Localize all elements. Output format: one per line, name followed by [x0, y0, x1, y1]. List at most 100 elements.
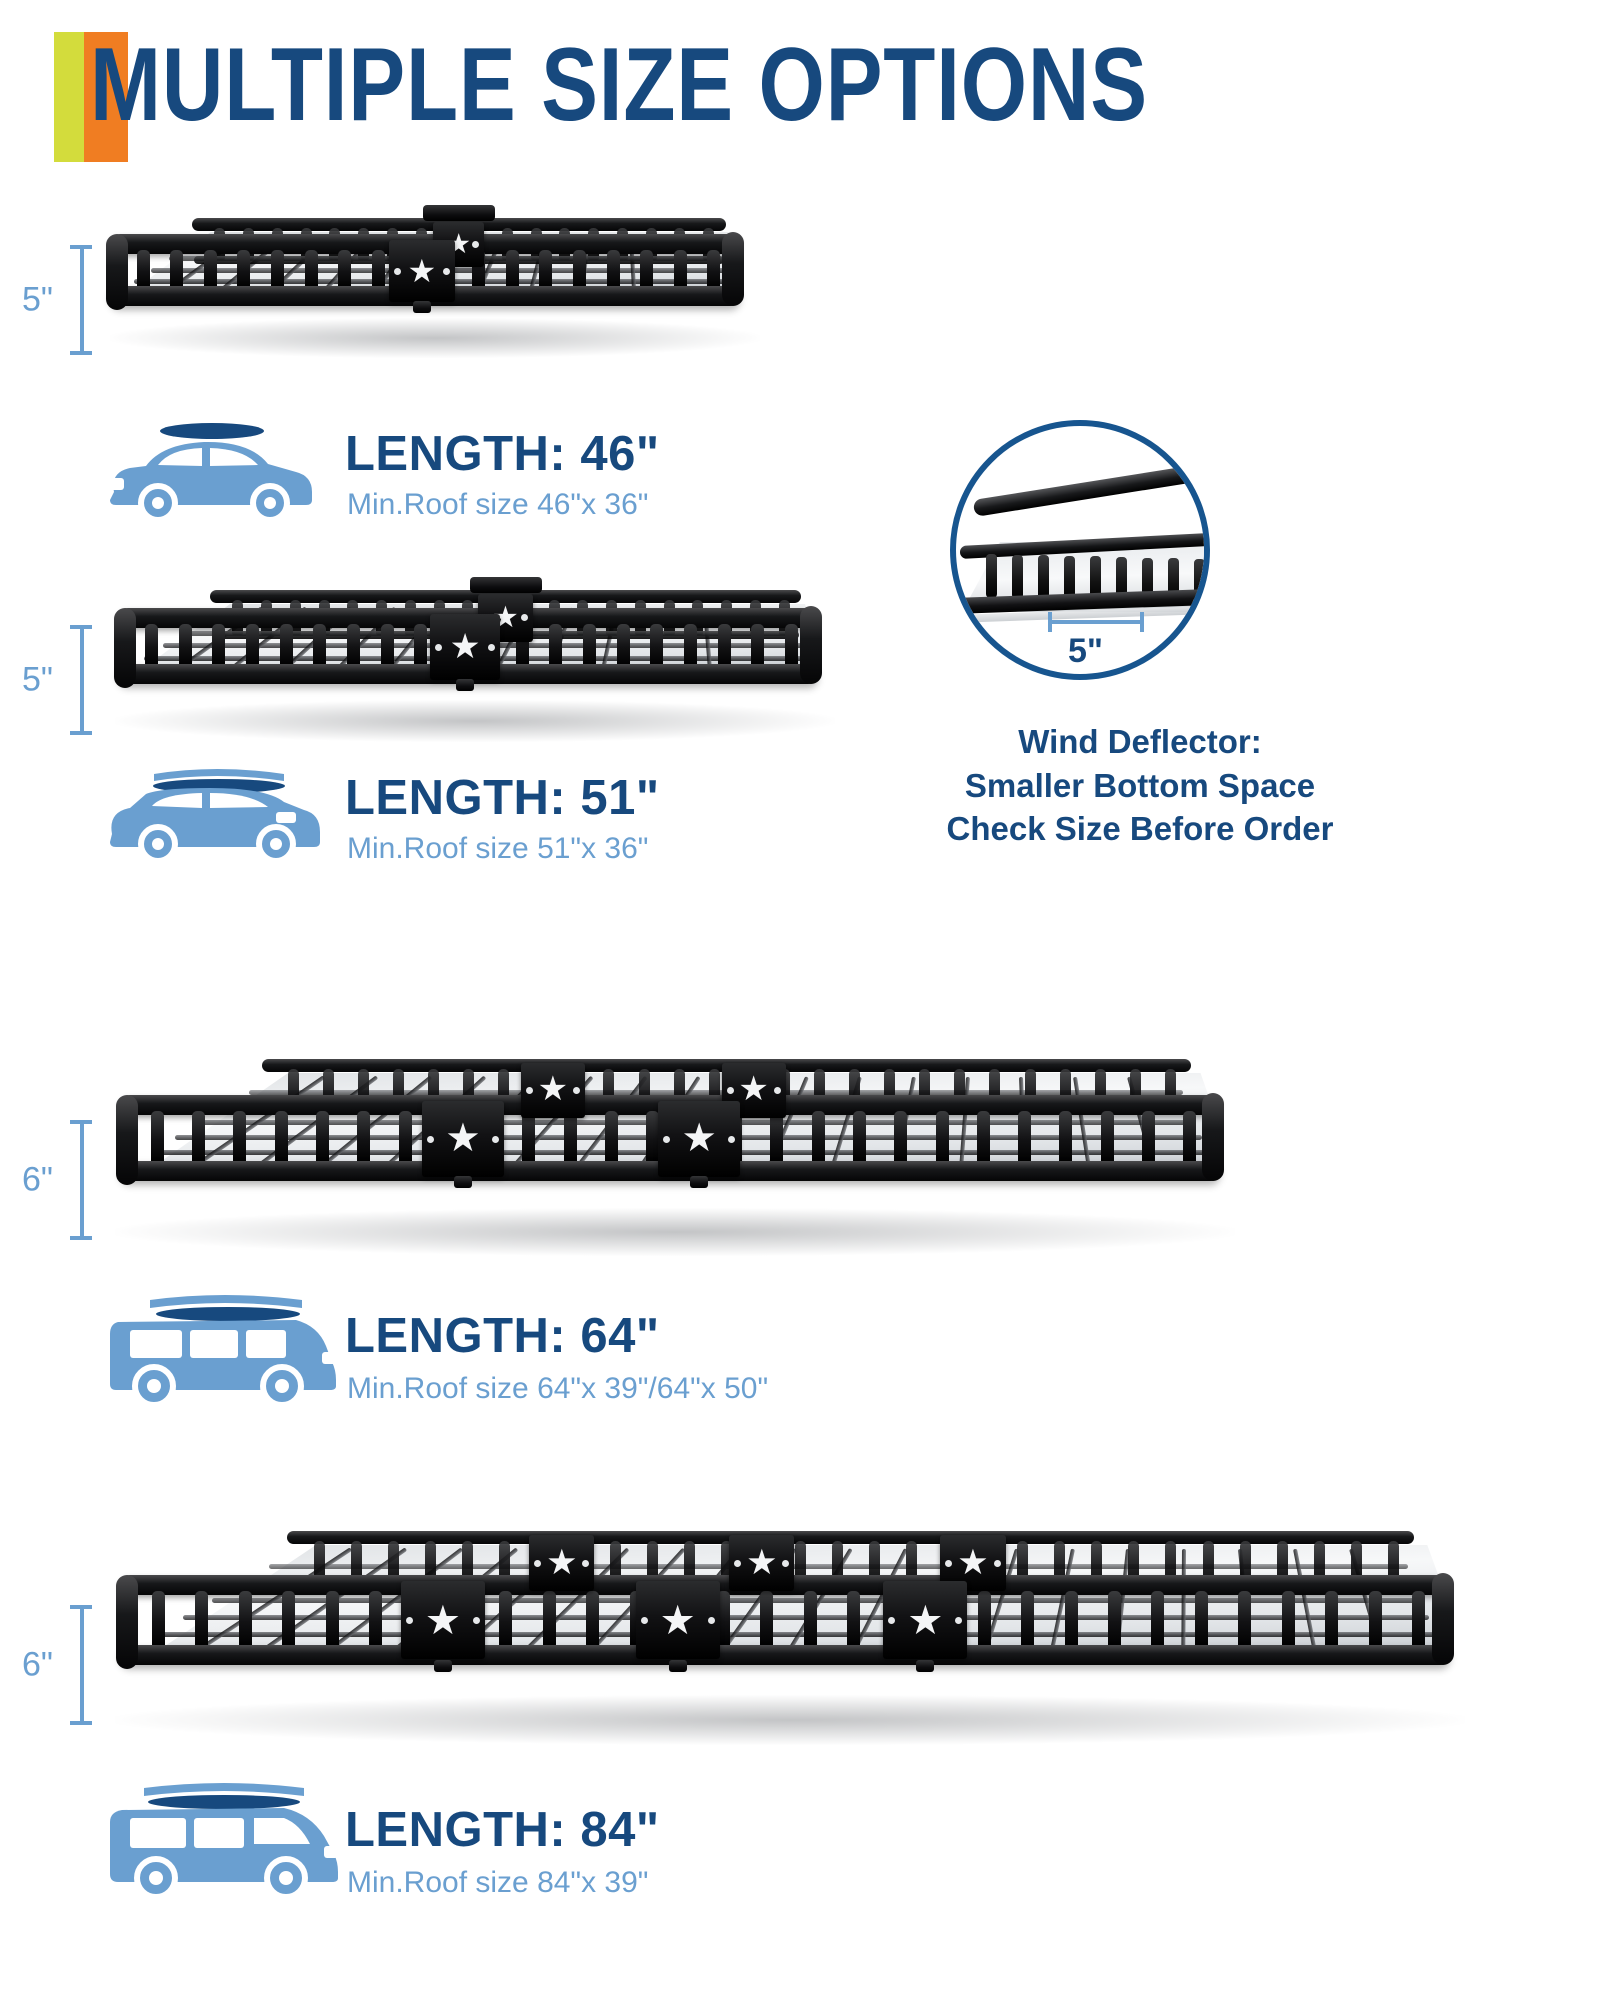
page-header: MULTIPLE SIZE OPTIONS	[0, 0, 1600, 190]
dimension-bracket	[70, 245, 92, 355]
dimension-bracket	[70, 1120, 92, 1240]
bracket-holes	[940, 1559, 1006, 1567]
front-slat	[271, 250, 284, 288]
bracket-holes	[422, 1135, 504, 1143]
rear-slat	[919, 1069, 931, 1110]
star-emblem: ★	[546, 1542, 578, 1582]
height-dimension-84: 6"	[22, 1605, 122, 1725]
deflector-slat	[1194, 558, 1204, 603]
front-slat	[852, 1111, 866, 1163]
rear-slat	[795, 1541, 807, 1585]
front-slat	[195, 1591, 209, 1647]
mount-bracket-front: ★	[430, 614, 500, 680]
front-slat	[1183, 1111, 1197, 1163]
wagon-icon-svg	[110, 769, 320, 864]
rear-slat	[1165, 1541, 1177, 1585]
wind-deflector-line1: Wind Deflector:	[1018, 723, 1262, 760]
rear-slat	[1024, 1069, 1036, 1110]
wind-deflector-dim-label: 5"	[1068, 632, 1104, 670]
rear-slat	[287, 1069, 299, 1110]
mount-clamp	[916, 1660, 935, 1672]
front-slat	[673, 250, 687, 288]
star-emblem: ★	[407, 252, 437, 289]
mount-bracket-front: ★	[400, 1581, 485, 1659]
front-slat	[847, 1591, 861, 1647]
deflector-slat	[1038, 555, 1049, 600]
star-emblem: ★	[681, 1116, 717, 1161]
label-row-64: LENGTH: 64" Min.Roof size 64"x 39"/64"x …	[0, 1290, 1600, 1425]
wind-deflector-tube	[972, 460, 1204, 517]
label-row-46: LENGTH: 46" Min.Roof size 46"x 36"	[0, 420, 1600, 540]
cargo-basket-51: ★★	[114, 570, 822, 720]
cargo-basket-64: ★★★★	[116, 1035, 1224, 1230]
front-slat	[150, 1111, 164, 1163]
front-slat	[707, 250, 721, 288]
front-slat	[751, 624, 765, 666]
accent-bar-orange	[84, 32, 128, 162]
front-slat	[650, 624, 664, 666]
rear-slat	[683, 1541, 695, 1585]
front-slat	[325, 1591, 339, 1647]
height-label: 6"	[22, 1645, 53, 1684]
front-slat	[542, 1591, 556, 1647]
sedan-icon	[100, 420, 320, 523]
front-slat	[1059, 1111, 1073, 1163]
rear-slat	[1128, 1541, 1140, 1585]
front-slat	[1021, 1591, 1035, 1647]
mount-bracket-front: ★	[883, 1581, 968, 1659]
rear-slat	[1202, 1541, 1214, 1585]
top-center-clamp	[469, 577, 542, 593]
cross-bar	[1181, 1548, 1186, 1652]
star-emblem: ★	[957, 1542, 989, 1582]
rear-slat	[498, 1069, 510, 1110]
front-slat	[151, 1591, 165, 1647]
front-slat	[274, 1111, 288, 1163]
rear-slat	[609, 1541, 621, 1585]
rear-slat	[849, 1069, 861, 1110]
rear-slat	[498, 1541, 510, 1585]
front-slat	[563, 1111, 577, 1163]
front-slat	[414, 624, 428, 666]
rear-slat	[673, 1069, 685, 1110]
right-corner-post	[1202, 1093, 1224, 1181]
length-title-46: LENGTH: 46"	[345, 427, 660, 481]
rear-slat	[989, 1069, 1001, 1110]
front-slat	[369, 1591, 383, 1647]
deflector-slat	[1064, 555, 1075, 600]
front-slat	[233, 1111, 247, 1163]
cargo-basket-84: ★★★★★★	[116, 1505, 1454, 1715]
front-slat	[398, 1111, 412, 1163]
size-option-51: 5" ★★	[0, 577, 1600, 900]
front-slat	[1368, 1591, 1382, 1647]
rear-slat	[832, 1541, 844, 1585]
deflector-slat	[986, 554, 997, 598]
rear-slat	[646, 1541, 658, 1585]
rear-slat	[357, 1069, 369, 1110]
front-slat	[1064, 1591, 1078, 1647]
right-corner-post	[800, 606, 822, 684]
rear-slat	[884, 1069, 896, 1110]
front-slat	[505, 250, 519, 288]
front-slat	[894, 1111, 908, 1163]
rear-slat	[954, 1069, 966, 1110]
rear-slat	[1094, 1069, 1106, 1110]
star-emblem: ★	[907, 1596, 944, 1643]
roof-size-64: Min.Roof size 64"x 39"/64"x 50"	[347, 1372, 769, 1405]
mount-bracket-rear: ★	[728, 1535, 795, 1592]
mount-bracket-front: ★	[658, 1101, 741, 1177]
front-slat	[178, 624, 192, 666]
front-slat	[1108, 1591, 1121, 1647]
front-slat	[717, 624, 731, 666]
mount-clamp	[456, 679, 474, 691]
wind-deflector-zoom-circle	[950, 420, 1210, 680]
rear-slat	[869, 1541, 881, 1585]
front-slat	[212, 624, 226, 666]
front-slat	[245, 624, 259, 666]
height-label: 5"	[22, 280, 53, 319]
left-corner-post	[114, 608, 136, 688]
height-dimension-46: 5"	[22, 245, 122, 355]
label-row-84: LENGTH: 84" Min.Roof size 84"x 39"	[0, 1780, 1600, 1920]
front-slat	[1100, 1111, 1114, 1163]
accent-bar-yellow	[54, 32, 84, 162]
rear-slat	[1276, 1541, 1288, 1585]
